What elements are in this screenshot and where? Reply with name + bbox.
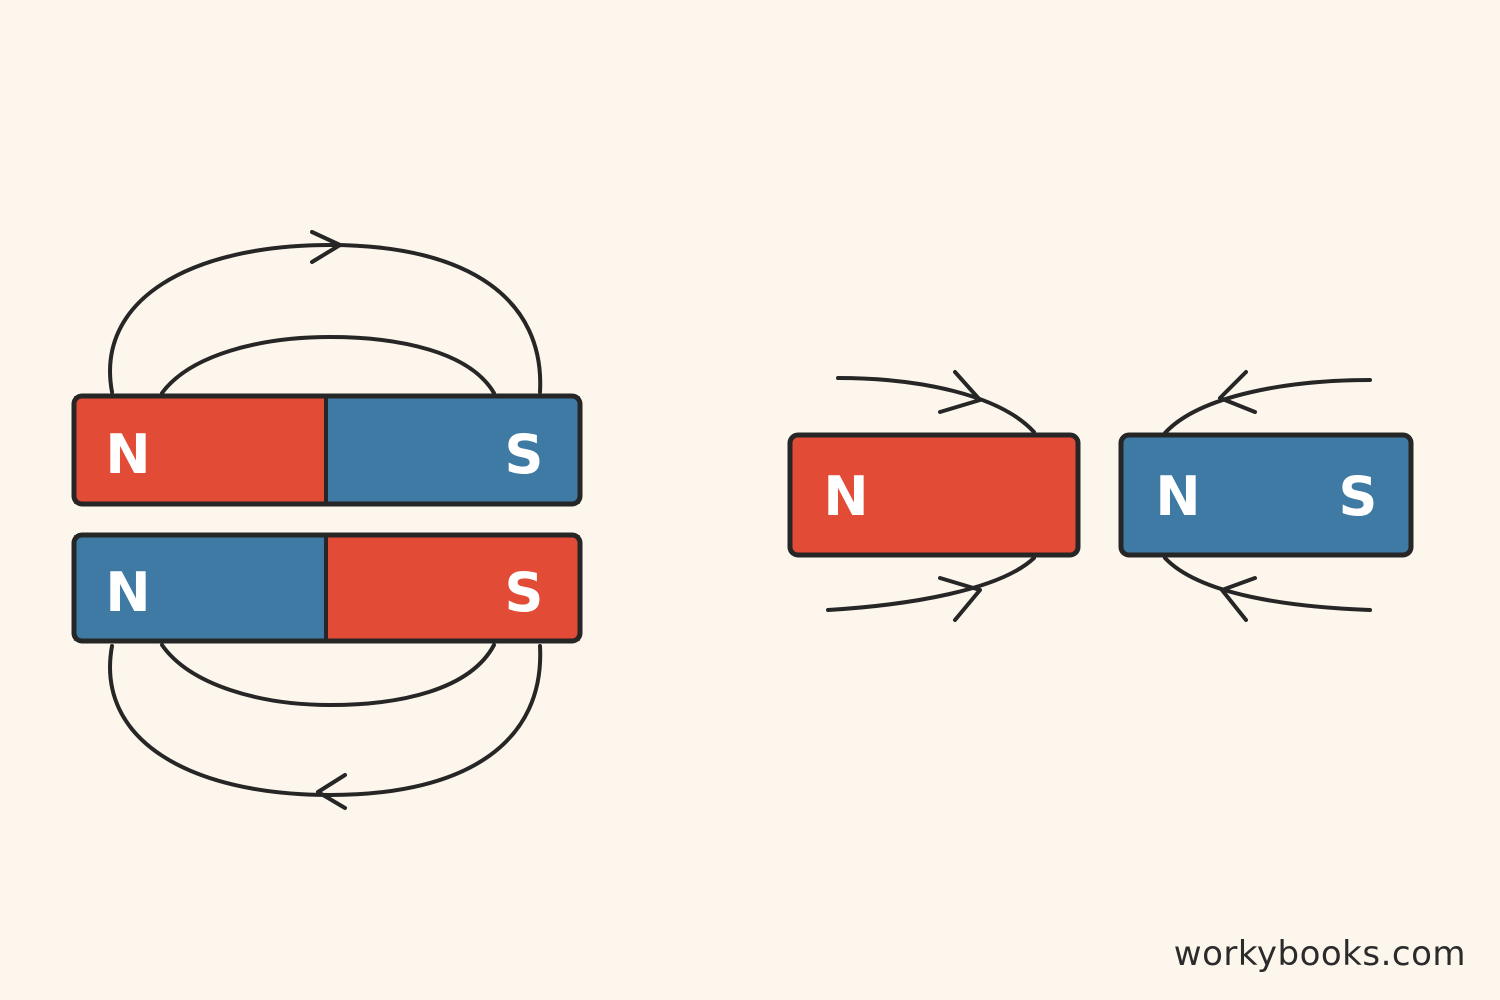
- pole-label: N: [1155, 465, 1200, 528]
- field-line-outer-bottom: [108, 644, 543, 797]
- arrow-icon-upper-right: [1218, 370, 1257, 414]
- pole-label: N: [823, 465, 868, 528]
- magnet-bottom-left: N S: [71, 532, 583, 644]
- left-field-lines: [108, 230, 543, 810]
- right-field-lines: [826, 370, 1372, 622]
- field-line-inner-bottom: [160, 643, 496, 707]
- field-line-lower-left: [826, 556, 1036, 612]
- pole-label: S: [1339, 465, 1378, 528]
- magnet-top-pole-n: [74, 396, 326, 504]
- field-line-upper-right: [1163, 378, 1372, 435]
- arrow-icon-lower-right: [1220, 576, 1257, 622]
- pole-label: S: [505, 423, 544, 486]
- magnet-red-right: N: [787, 432, 1081, 558]
- magnet-red-body: [790, 435, 1078, 555]
- magnet-top-pole-s: [326, 396, 580, 504]
- field-line-lower-right: [1163, 556, 1372, 612]
- pole-label: S: [505, 561, 544, 624]
- magnet-blue-right: N S: [1118, 432, 1414, 558]
- field-line-upper-left: [836, 376, 1036, 434]
- pole-label: N: [105, 423, 150, 486]
- magnet-bottom-pole-n: [74, 535, 326, 641]
- arrow-icon-upper-left: [938, 370, 982, 414]
- arrow-icon-lower-left: [938, 576, 982, 622]
- magnet-blue-body: [1121, 435, 1411, 555]
- field-line-outer-top: [108, 243, 543, 394]
- magnet-bottom-pole-s: [326, 535, 580, 641]
- watermark-text: workybooks.com: [1173, 934, 1466, 974]
- arrow-icon-outer-top: [310, 230, 342, 264]
- arrow-icon-outer-bottom: [316, 773, 347, 810]
- pole-label: N: [105, 561, 150, 624]
- magnet-top-left: N S: [71, 393, 583, 507]
- field-line-inner-top: [160, 335, 496, 395]
